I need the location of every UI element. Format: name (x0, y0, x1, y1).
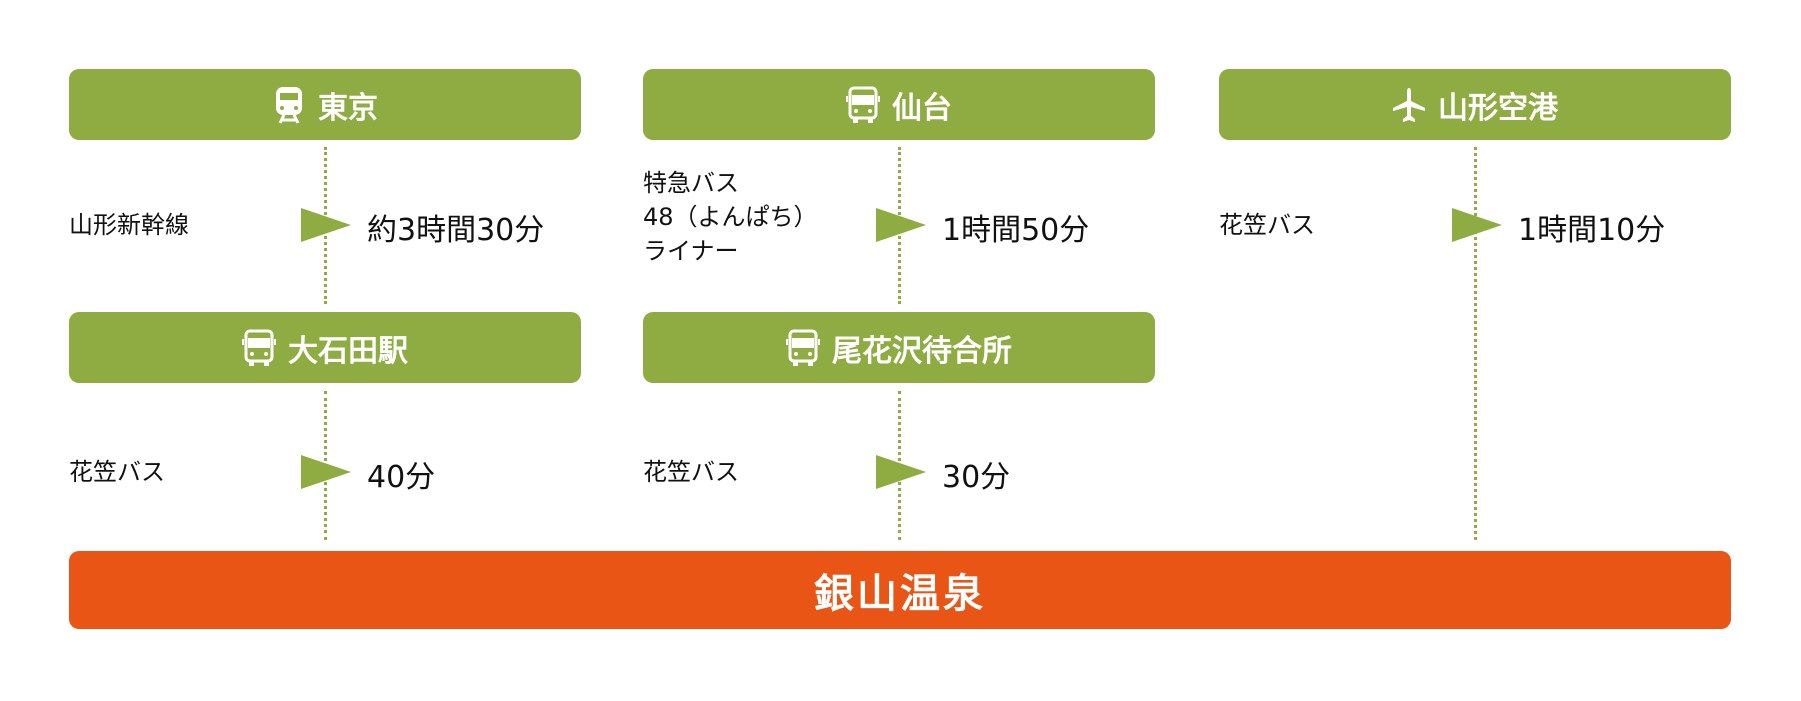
bus-icon (846, 86, 880, 123)
airplane-icon (1393, 87, 1425, 122)
method-line: 48（よんぱち） (643, 203, 818, 231)
origin-tokyo: 東京 (69, 69, 581, 140)
arrow-icon (876, 455, 926, 489)
route-line (1474, 147, 1477, 540)
method-label: 山形新幹線 (69, 211, 189, 239)
travel-time: 約3時間30分 (367, 213, 545, 248)
travel-time: 40分 (367, 460, 436, 495)
method-label: 花笠バス (1219, 211, 1315, 239)
travel-time: 30分 (942, 460, 1011, 495)
method-line: ライナー (643, 237, 739, 265)
method-line: 特急バス (643, 169, 739, 197)
origin-label: 東京 (318, 90, 378, 126)
transfer-oishida: 大石田駅 (69, 312, 581, 383)
origin-yamagata-airport: 山形空港 (1219, 69, 1731, 140)
arrow-icon (301, 455, 351, 489)
method-label: 花笠バス (69, 458, 165, 486)
transfer-label: 大石田駅 (288, 333, 408, 369)
destination-ginzan-onsen: 銀山温泉 (69, 551, 1731, 629)
origin-label: 仙台 (892, 90, 952, 126)
train-icon (276, 86, 302, 124)
method-label: 特急バス 48（よんぱち） ライナー (643, 166, 818, 268)
travel-time: 1時間10分 (1518, 213, 1666, 248)
origin-label: 山形空港 (1438, 90, 1558, 126)
bus-icon (786, 329, 820, 366)
method-label: 花笠バス (643, 458, 739, 486)
arrow-icon (301, 208, 351, 242)
arrow-icon (1452, 208, 1502, 242)
travel-time: 1時間50分 (942, 213, 1090, 248)
bus-icon (242, 329, 276, 366)
transfer-obanazawa: 尾花沢待合所 (643, 312, 1155, 383)
arrow-icon (876, 208, 926, 242)
transfer-label: 尾花沢待合所 (832, 333, 1012, 369)
origin-sendai: 仙台 (643, 69, 1155, 140)
